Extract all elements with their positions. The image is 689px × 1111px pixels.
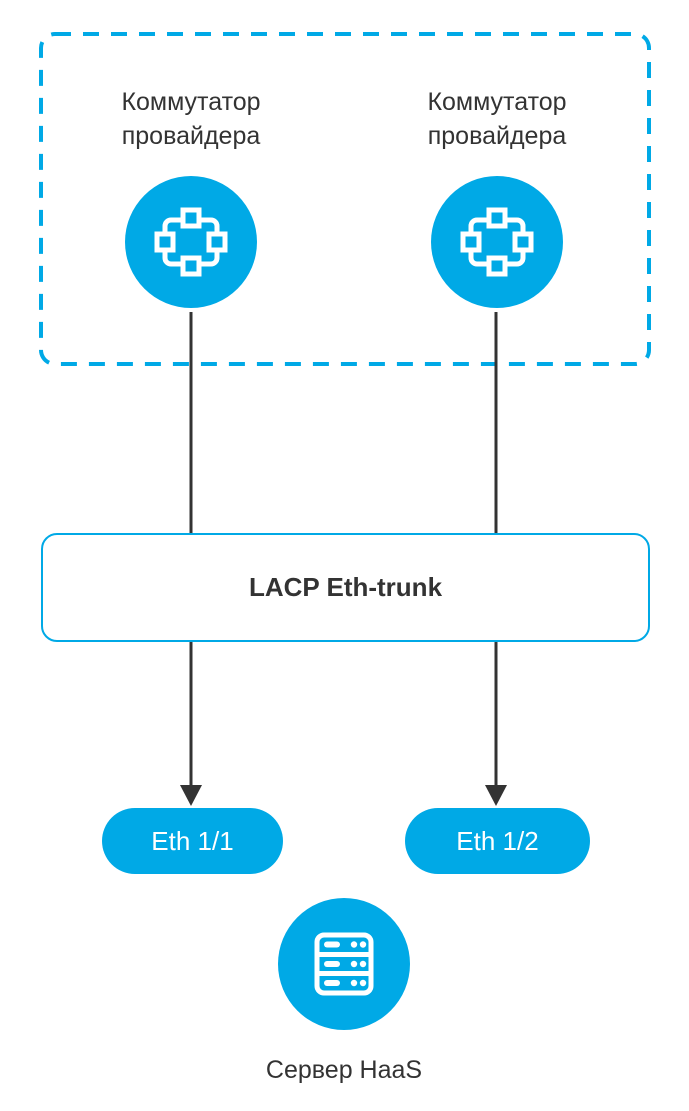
switch-network-icon <box>154 207 228 277</box>
server-label: Сервер HaaS <box>265 1056 423 1084</box>
switch-1-label: Коммутатор провайдера <box>91 85 291 153</box>
switch-1-label-line2: провайдера <box>121 122 261 150</box>
switch-1-label-line1: Коммутатор <box>121 88 261 116</box>
switch-2-label-line1: Коммутатор <box>427 88 567 116</box>
port-eth-1-2[interactable]: Eth 1/2 <box>405 808 590 874</box>
port-eth-1-1-label: Eth 1/1 <box>151 825 234 856</box>
server-node[interactable] <box>278 898 410 1030</box>
switch-1-node[interactable] <box>125 176 257 308</box>
port-eth-1-2-label: Eth 1/2 <box>456 825 539 856</box>
provider-group-box <box>39 32 651 366</box>
lacp-trunk-label: LACP Eth-trunk <box>248 572 443 602</box>
switch-2-node[interactable] <box>431 176 563 308</box>
switch-2-label-line2: провайдера <box>427 122 567 150</box>
switch-network-icon <box>460 207 534 277</box>
arrowhead-eth-1-1 <box>180 785 202 806</box>
lacp-trunk-box[interactable]: LACP Eth-trunk <box>41 533 650 642</box>
port-eth-1-1[interactable]: Eth 1/1 <box>102 808 283 874</box>
switch-2-label: Коммутатор провайдера <box>397 85 597 153</box>
server-rack-icon <box>314 932 374 996</box>
arrowhead-eth-1-2 <box>485 785 507 806</box>
